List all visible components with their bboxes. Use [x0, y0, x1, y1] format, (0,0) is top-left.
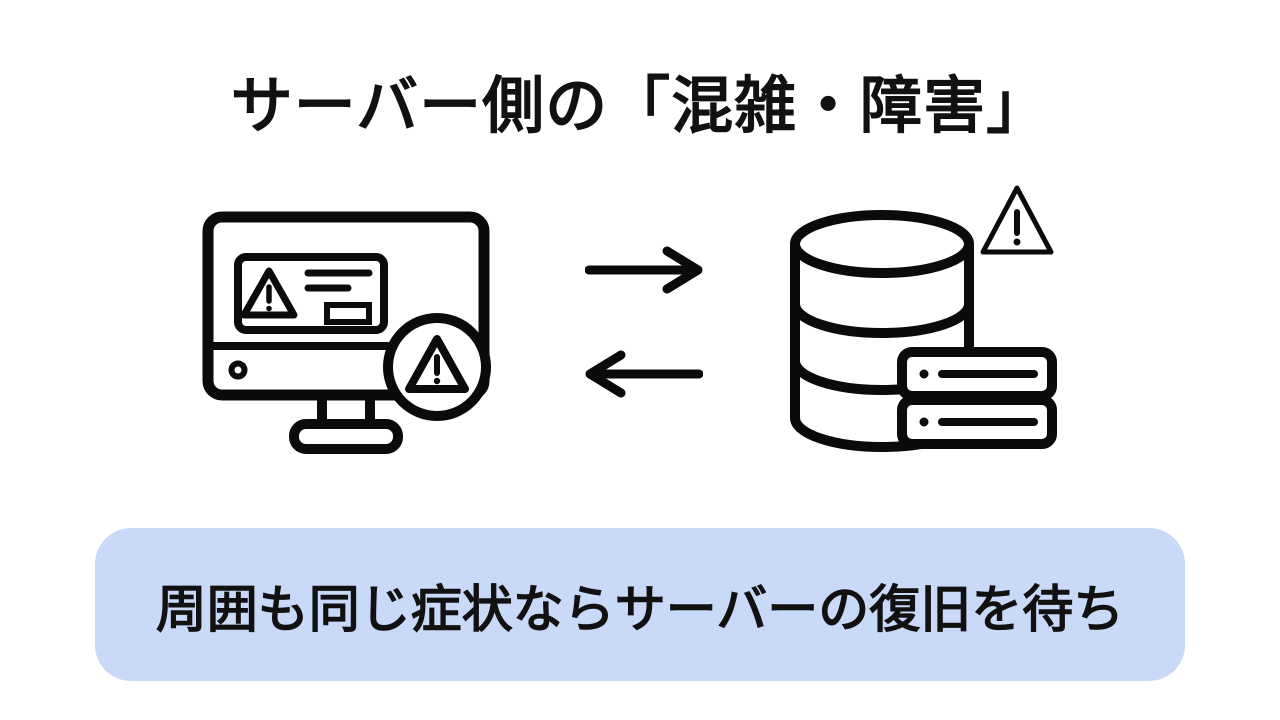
page-title: サーバー側の「混雑・障害」 [230, 72, 1050, 141]
monitor-warning-icon [200, 210, 492, 461]
exchange-arrows [585, 246, 703, 398]
monitor-base [289, 419, 403, 454]
caption-text: 周囲も同じ症状ならサーバーの復旧を待ち [155, 580, 1125, 638]
alert-dialog-icon [234, 253, 388, 334]
warning-badge-icon [383, 313, 491, 421]
database-warning-icon [790, 182, 1062, 459]
warning-triangle-icon [980, 185, 1054, 255]
caption-banner: 周囲も同じ症状ならサーバーの復旧を待ち [95, 528, 1185, 681]
arrow-right-icon [585, 246, 703, 294]
arrow-left-icon [585, 350, 703, 398]
power-light [228, 360, 248, 380]
server-rack-icon [897, 347, 1057, 449]
